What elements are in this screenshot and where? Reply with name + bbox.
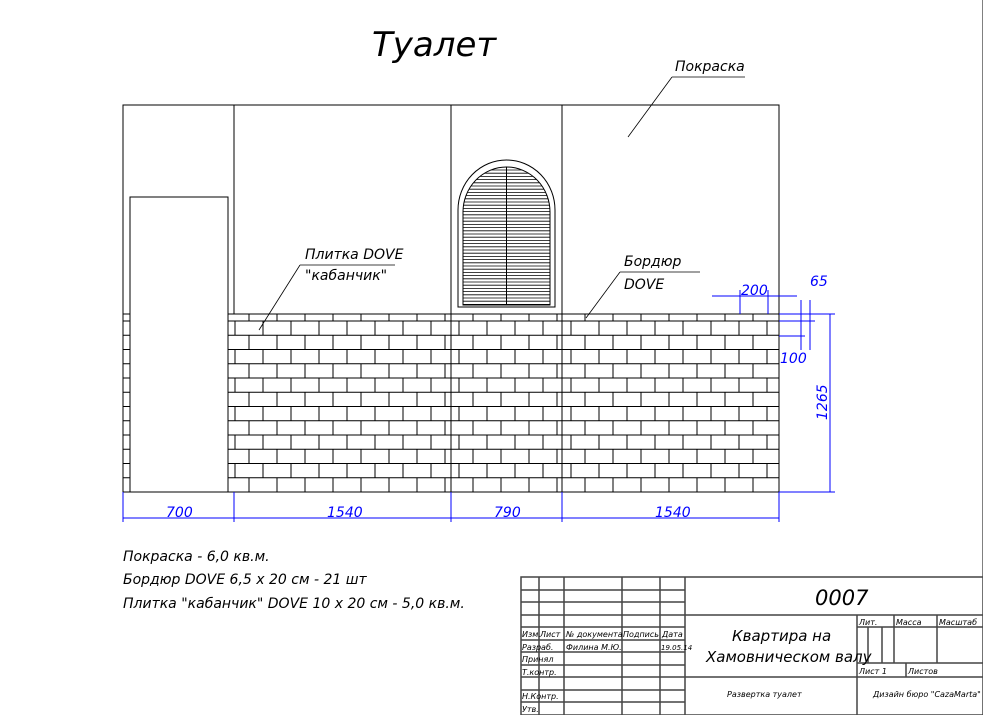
tb-sheet-name: Развертка туалет <box>727 690 802 699</box>
tb-header-date: Дата <box>661 630 683 639</box>
tb-mass: Масса <box>896 618 922 627</box>
tb-company: Дизайн бюро "CazaMarta" <box>872 690 981 699</box>
dim-1265: 1265 <box>815 384 831 420</box>
dim-790: 790 <box>494 505 521 521</box>
tb-project-1: Квартира на <box>732 627 831 645</box>
border-label-2: DOVE <box>624 277 664 293</box>
dim-100: 100 <box>780 351 807 367</box>
tb-project-2: Хамовническом валу <box>705 648 873 666</box>
paint-label: Покраска <box>675 59 745 75</box>
tb-date: 19.05.14 <box>661 644 692 652</box>
note-border: Бордюр DOVE 6,5 x 20 см - 21 шт <box>123 572 368 588</box>
tb-lit: Лит. <box>858 618 877 627</box>
note-tile: Плитка "кабанчик" DOVE 10 x 20 см - 5,0 … <box>123 596 465 612</box>
tb-role-tcontrol: Т.контр. <box>522 668 557 677</box>
dim-200: 200 <box>741 283 768 299</box>
tb-scale: Масштаб <box>939 618 977 627</box>
wall-outline <box>122 104 780 493</box>
dim-1540-left: 1540 <box>327 505 363 521</box>
door <box>129 196 229 493</box>
tb-header-sign: Подпись <box>623 630 659 639</box>
title-block-grid <box>520 576 983 715</box>
dim-1540-right: 1540 <box>655 505 691 521</box>
tb-role-dev: Разраб. <box>522 643 553 652</box>
border-label-1: Бордюр <box>624 254 682 270</box>
tb-header-izm: Изм. <box>522 630 541 639</box>
tb-header-list: Лист <box>539 630 561 639</box>
tile-label-2: "кабанчик" <box>305 268 387 284</box>
drawing-title: Туалет <box>372 25 497 65</box>
tb-header-doc: № документа <box>565 630 623 639</box>
leader-lines <box>258 76 745 331</box>
dim-700: 700 <box>166 505 193 521</box>
tb-sheets: Листов <box>907 667 938 676</box>
tb-sheet: Лист 1 <box>858 667 887 676</box>
dimension-lines <box>122 290 835 522</box>
tb-role-approved: Утв. <box>522 705 539 714</box>
tb-developer: Филина М.Ю. <box>566 643 622 652</box>
tb-role-accepted: Принял <box>522 655 553 664</box>
tile-label-1: Плитка DOVE <box>305 247 404 263</box>
dim-65: 65 <box>810 274 828 290</box>
tb-role-ncontrol: Н.Контр. <box>522 692 559 701</box>
window <box>457 159 556 308</box>
note-paint: Покраска - 6,0 кв.м. <box>123 549 270 565</box>
tb-code: 0007 <box>815 586 869 610</box>
